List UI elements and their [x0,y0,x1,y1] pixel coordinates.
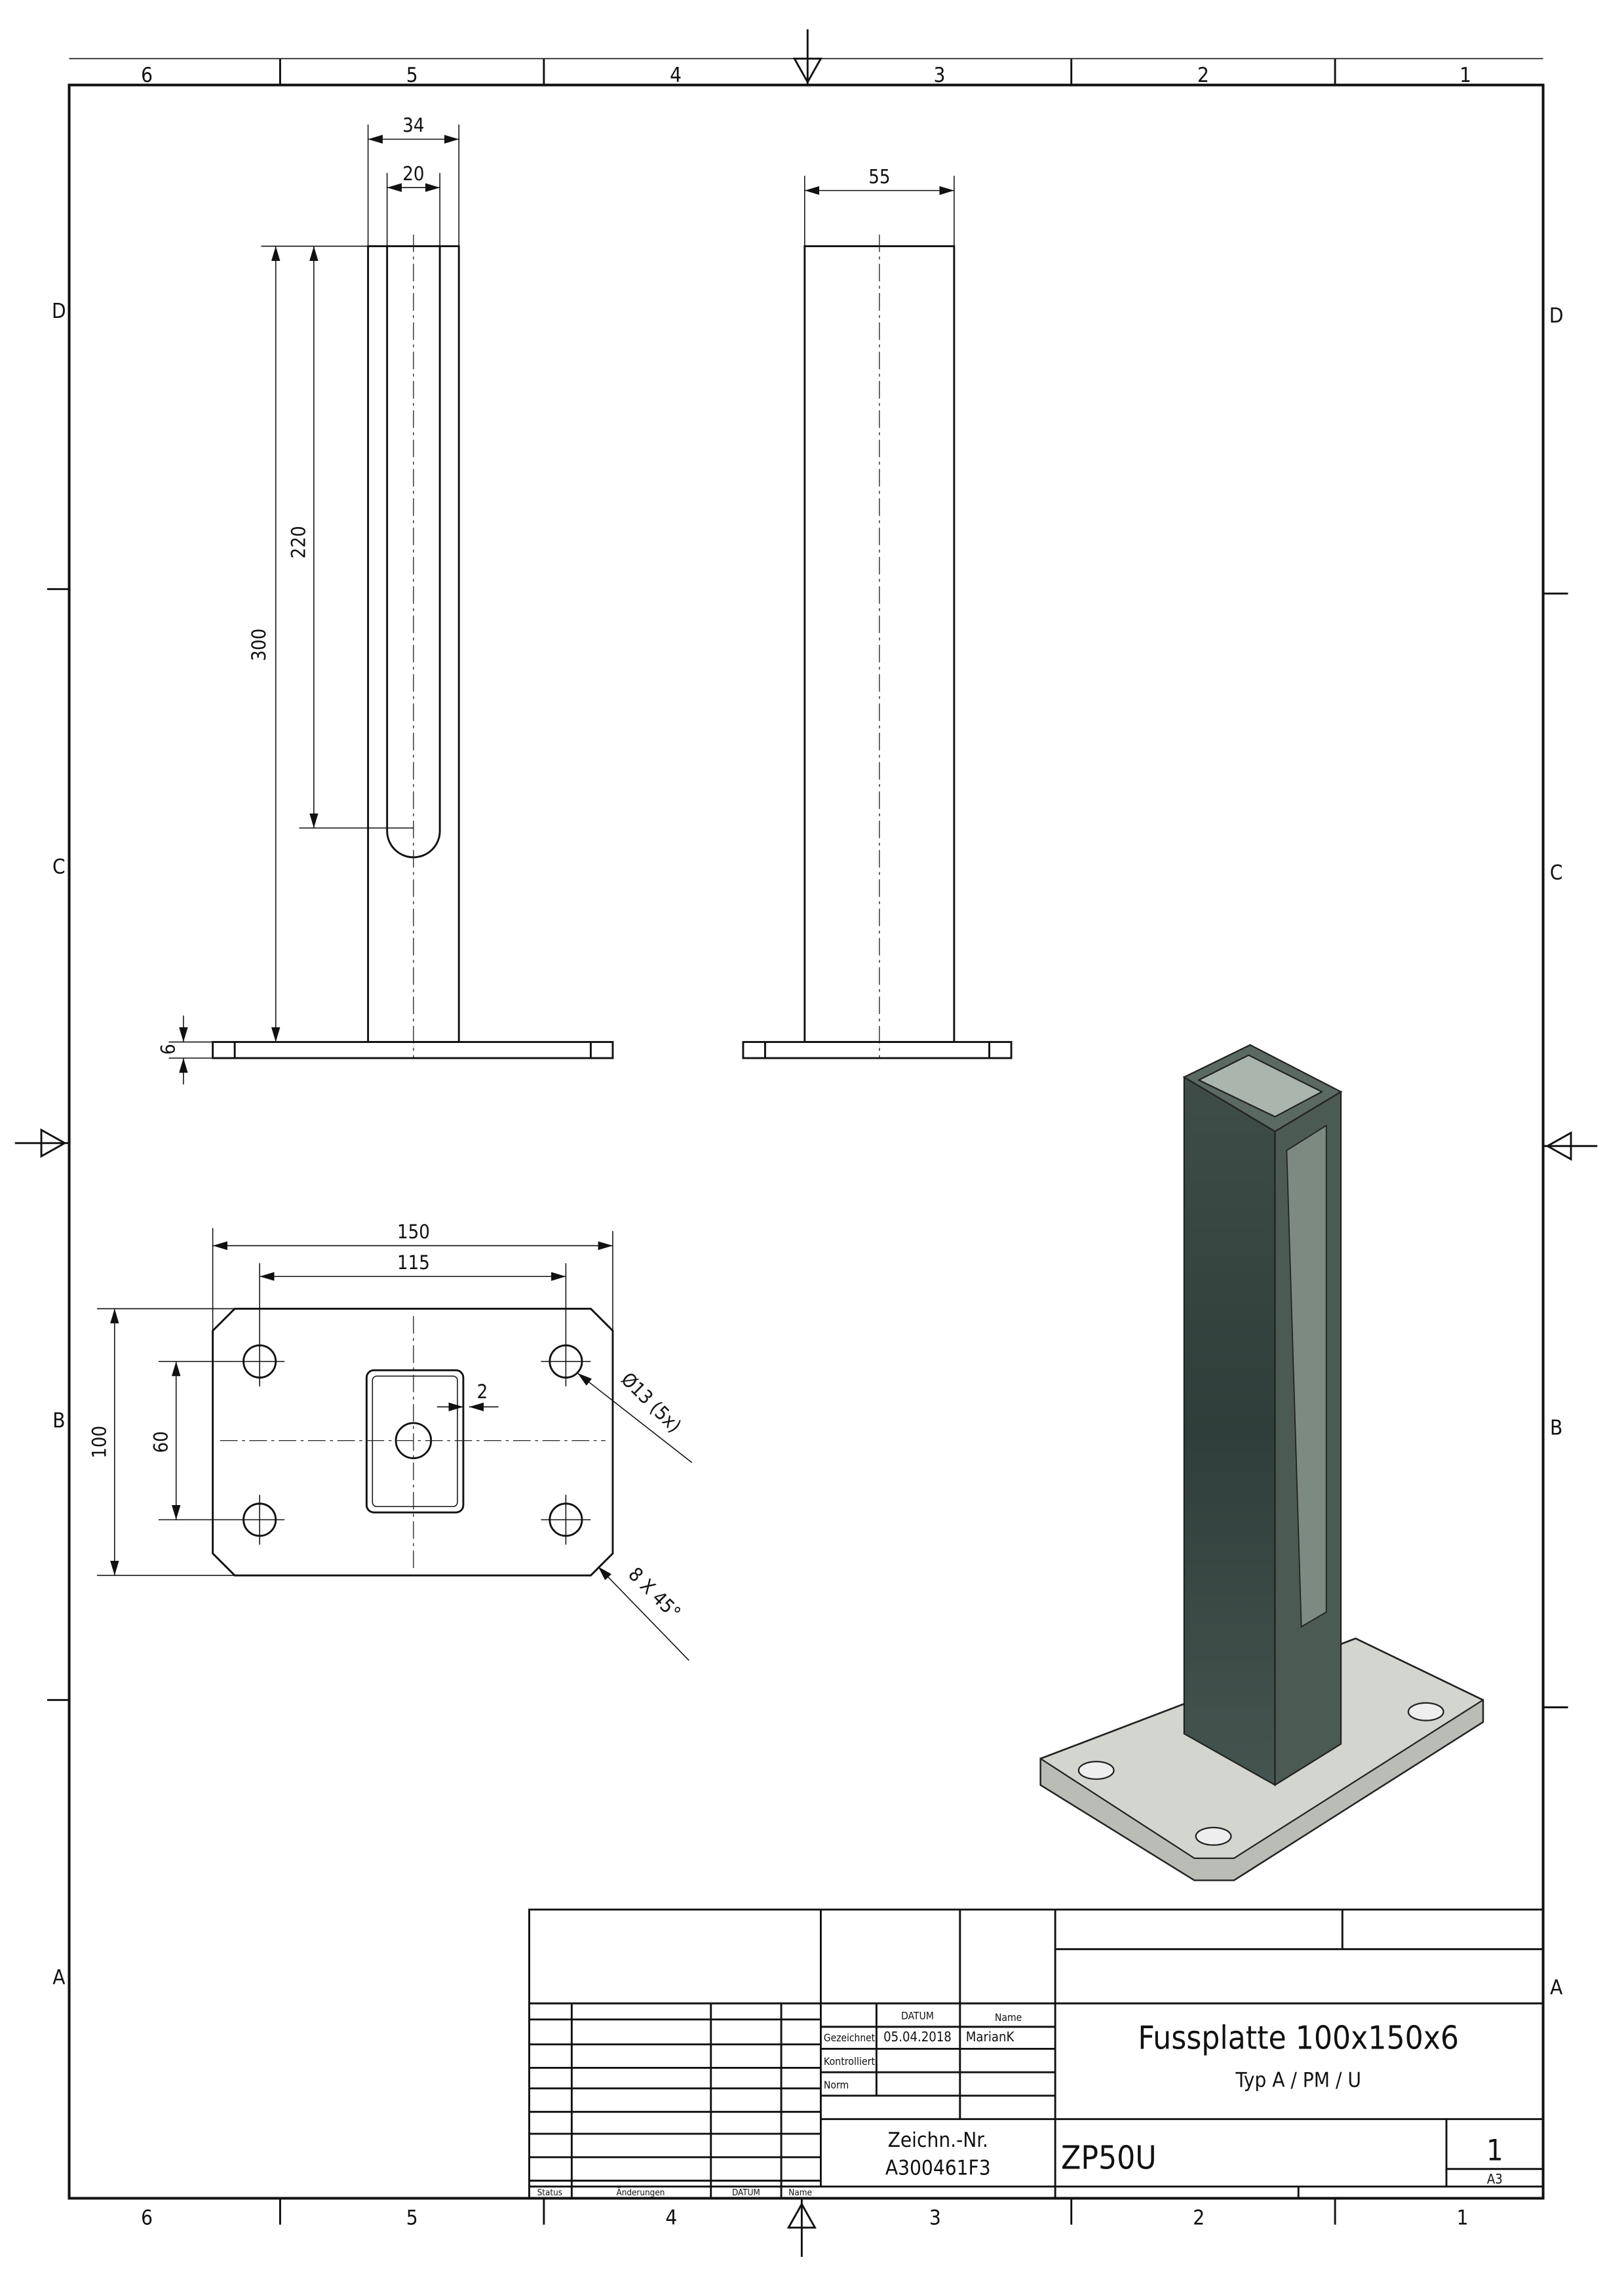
part-number: ZP50U [1061,2139,1157,2177]
dim-2: 2 [477,1381,488,1403]
dim-60: 60 [149,1431,172,1453]
zone-labels: 6 5 4 3 2 1 6 5 4 3 2 1 D C B A D C B A [52,64,1564,2229]
svg-text:5: 5 [406,2207,418,2230]
svg-text:C: C [1550,861,1563,884]
title-block-text: DATUM Name Gezeichnet Kontrolliert Norm … [537,2010,1503,2198]
side-view: 55 [742,165,1013,1059]
isometric-view [1039,1044,1484,1881]
dim-220: 220 [287,526,309,559]
svg-text:2: 2 [1193,2207,1205,2230]
dim-20: 20 [402,163,424,185]
svg-text:Name: Name [788,2188,812,2198]
svg-text:D: D [52,300,66,323]
dim-150: 150 [397,1221,430,1243]
hole-callout: Ø13 (5x) [617,1368,686,1437]
dim-6: 6 [157,1044,180,1055]
svg-text:A: A [1550,1976,1563,2000]
svg-text:B: B [1550,1417,1562,1440]
svg-text:A: A [52,1966,66,1990]
drawn-name: MarianK [966,2029,1015,2045]
svg-text:6: 6 [141,64,153,87]
chamfer-callout: 8 X 45° [624,1563,685,1624]
svg-text:B: B [52,1409,65,1433]
centering-arrow-icons [14,29,1598,2257]
sheet-format: A3 [1487,2171,1503,2187]
drawing-number: A300461F3 [885,2157,991,2180]
svg-text:6: 6 [141,2207,153,2230]
svg-text:Änderungen: Änderungen [616,2186,665,2198]
top-view: 150 115 100 60 2 Ø13 (5x) 8 X 45° [88,1221,693,1661]
svg-text:Norm: Norm [824,2079,849,2091]
svg-text:Name: Name [995,2011,1022,2024]
svg-text:D: D [1549,304,1564,328]
drawn-date: 05.04.2018 [883,2029,952,2045]
front-view: 34 20 300 220 6 [157,114,614,1085]
svg-text:Gezeichnet: Gezeichnet [824,2031,876,2044]
dim-300: 300 [248,629,270,661]
dim-55: 55 [868,165,890,187]
svg-text:C: C [52,855,66,878]
svg-text:5: 5 [406,64,418,87]
sheet-number: 1 [1486,2132,1503,2167]
svg-text:3: 3 [934,64,946,87]
title-block [528,1908,1545,2199]
svg-text:Zeichn.-Nr.: Zeichn.-Nr. [888,2128,988,2152]
svg-text:Kontrolliert: Kontrolliert [824,2055,876,2068]
dim-115: 115 [397,1251,430,1274]
svg-text:4: 4 [670,64,682,87]
svg-text:4: 4 [665,2207,677,2230]
drawing-subtitle: Typ A / PM / U [1235,2069,1361,2092]
dim-100: 100 [88,1426,110,1459]
svg-text:DATUM: DATUM [901,2010,934,2022]
svg-text:2: 2 [1197,64,1209,87]
drawing-title: Fussplatte 100x150x6 [1138,2018,1459,2056]
svg-text:DATUM: DATUM [732,2188,760,2198]
dim-34: 34 [402,114,424,136]
svg-text:1: 1 [1460,64,1471,87]
svg-text:Status: Status [537,2188,562,2198]
svg-text:3: 3 [929,2207,941,2230]
svg-text:1: 1 [1457,2207,1469,2230]
